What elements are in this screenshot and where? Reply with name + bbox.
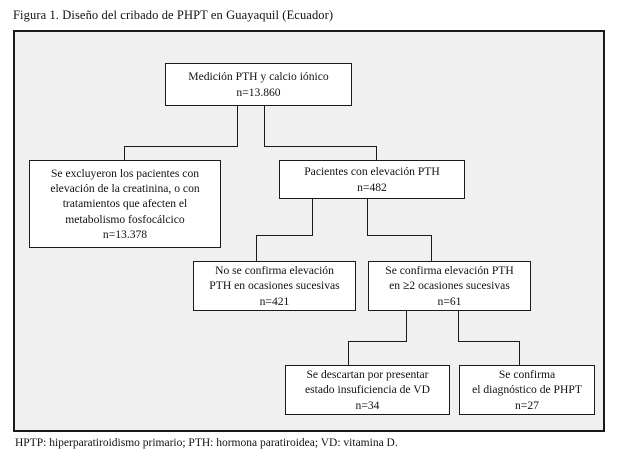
node-confirmed-line-1: Se confirma elevación PTH <box>385 264 514 278</box>
node-not-confirmed-line-1: No se confirma elevación <box>215 264 334 278</box>
figure-footnote: HPTP: hiperparatiroidismo primario; PTH:… <box>15 437 398 449</box>
node-vitd-insufficiency[interactable]: Se descartan por presentar estado insufi… <box>285 365 450 415</box>
node-elevated-pth-line-1: Pacientes con elevación PTH <box>304 165 440 179</box>
connector-confirmed-left-bar <box>348 341 407 342</box>
connector-excluded-entry <box>124 146 125 160</box>
connector-pth-left-stem <box>312 199 313 236</box>
connector-pth-right-bar <box>367 235 432 236</box>
connector-elevated-pth-entry <box>376 146 377 160</box>
connector-phpt-diagnosis-entry <box>519 341 520 365</box>
node-phpt-diagnosis[interactable]: Se confirma el diagnóstico de PHPT n=27 <box>459 365 595 415</box>
node-not-confirmed[interactable]: No se confirma elevación PTH en ocasione… <box>193 261 356 311</box>
node-phpt-diagnosis-line-2: el diagnóstico de PHPT <box>472 383 582 397</box>
node-excluded-line-1: Se excluyeron los pacientes con <box>50 166 200 180</box>
node-elevated-pth-count: n=482 <box>357 180 387 194</box>
node-elevated-pth[interactable]: Pacientes con elevación PTH n=482 <box>279 160 465 199</box>
connector-confirmed-right-stem <box>458 311 459 342</box>
node-excluded[interactable]: Se excluyeron los pacientes con elevació… <box>29 160 221 248</box>
node-not-confirmed-count: n=421 <box>259 294 290 308</box>
connector-vitd-entry <box>348 341 349 365</box>
node-confirmed-line-2: en ≥2 ocasiones sucesivas <box>389 278 510 293</box>
node-not-confirmed-line-2: PTH en ocasiones sucesivas <box>209 279 340 293</box>
connector-measurement-left-stem <box>237 106 238 147</box>
connector-confirmed-right-bar <box>458 341 520 342</box>
greater-equal-symbol: ≥ <box>403 279 410 293</box>
node-confirmed-line-2-suffix: 2 ocasiones sucesivas <box>409 279 510 293</box>
node-vitd-count: n=34 <box>355 398 380 412</box>
node-measurement-count: n=13.860 <box>236 85 281 99</box>
connector-pth-right-stem <box>367 199 368 236</box>
figure-title: Figura 1. Diseño del cribado de PHPT en … <box>13 8 334 22</box>
node-measurement-line-1: Medición PTH y calcio iónico <box>188 70 329 84</box>
connector-pth-left-bar <box>256 235 313 236</box>
connector-measurement-right-stem <box>264 106 265 147</box>
connector-confirmed-entry <box>431 235 432 261</box>
node-excluded-count: n=13.378 <box>102 227 148 241</box>
node-vitd-line-1: Se descartan por presentar <box>306 368 429 382</box>
figure-frame: Medición PTH y calcio iónico n=13.860 Se… <box>13 30 605 432</box>
connector-confirmed-left-stem <box>406 311 407 342</box>
node-phpt-diagnosis-count: n=27 <box>515 398 539 412</box>
node-excluded-line-3: tratamientos que afecten el <box>62 197 188 211</box>
node-excluded-line-4: metabolismo fosfocálcico <box>65 212 185 226</box>
node-confirmed[interactable]: Se confirma elevación PTH en ≥2 ocasione… <box>368 261 531 311</box>
node-confirmed-count: n=61 <box>437 294 462 308</box>
node-confirmed-line-2-prefix: en <box>389 279 403 293</box>
node-measurement[interactable]: Medición PTH y calcio iónico n=13.860 <box>165 63 352 106</box>
node-excluded-line-2: elevación de la creatinina, o con <box>50 182 200 196</box>
node-phpt-diagnosis-line-1: Se confirma <box>498 368 556 382</box>
node-vitd-line-2: estado insuficiencia de VD <box>304 383 431 397</box>
connector-measurement-left-bar <box>124 146 238 147</box>
connector-not-confirmed-entry <box>256 235 257 261</box>
connector-measurement-right-bar <box>264 146 377 147</box>
